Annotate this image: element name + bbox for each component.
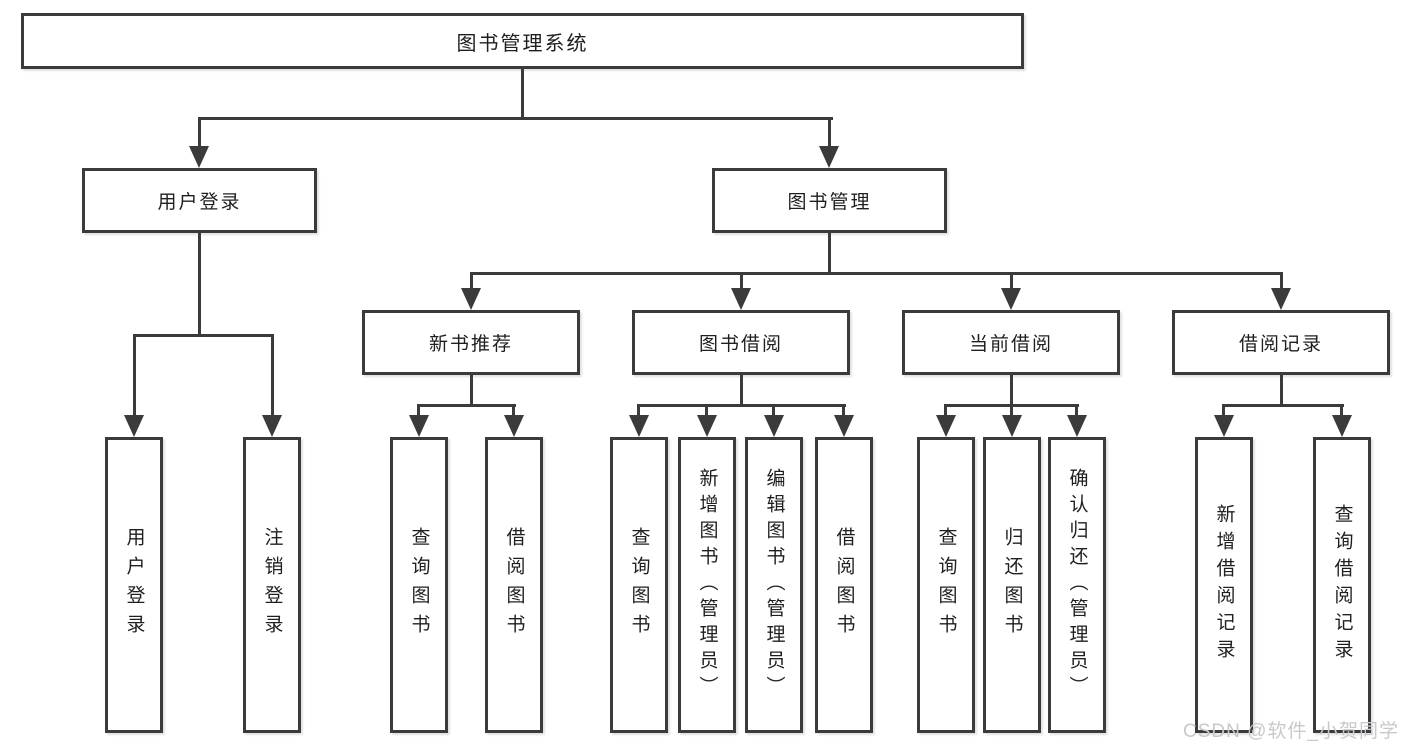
arrowhead-borrowing-records (1271, 288, 1291, 310)
leaf-edit-books-admin: 编辑图书（管理员） (745, 437, 803, 733)
connector-drop-current-borrowing (1010, 272, 1013, 290)
connector-new-book-recommend-bus (417, 404, 516, 407)
connector-new-book-recommend-stem (470, 375, 473, 406)
leaf-query-books-borrowing: 查询图书 (610, 437, 668, 733)
node-new-book-recommend-label: 新书推荐 (428, 334, 513, 355)
leaf-query-books-borrowing-label: 查询图书 (628, 527, 650, 643)
connector-drop-new-book-recommend (470, 272, 473, 290)
leaf-borrow-books-label: 借阅图书 (833, 527, 855, 643)
leaf-query-borrow-record-label: 查询借阅记录 (1331, 504, 1353, 666)
connector-drop-book-management (828, 117, 831, 148)
arrowhead-book-borrowing (731, 288, 751, 310)
arrowhead-user-login (189, 146, 209, 168)
leaf-borrow-books: 借阅图书 (815, 437, 873, 733)
arrowhead-borrow-books (834, 415, 854, 437)
leaf-logout: 注销登录 (243, 437, 301, 733)
connector-drop-leaf-logout (271, 334, 274, 417)
arrowhead-query-borrow-record (1332, 415, 1352, 437)
arrowhead-current-borrowing (1001, 288, 1021, 310)
leaf-borrow-books-recommend: 借阅图书 (485, 437, 543, 733)
node-book-borrowing: 图书借阅 (632, 310, 850, 375)
connector-drop-return-books (1010, 404, 1013, 417)
connector-drop-query-books-borrowing (637, 404, 640, 417)
arrowhead-leaf-user-login (124, 415, 144, 437)
connector-drop-query-books-recommend (417, 404, 420, 417)
leaf-edit-books-admin-label: 编辑图书（管理员） (763, 468, 785, 702)
connector-book-management-stem (828, 233, 831, 275)
arrowhead-add-borrow-record (1214, 415, 1234, 437)
connector-drop-confirm-return-admin (1075, 404, 1078, 417)
leaf-query-books-current: 查询图书 (917, 437, 975, 733)
node-book-borrowing-label: 图书借阅 (698, 334, 783, 355)
connector-user-login-stem (198, 233, 201, 336)
connector-drop-leaf-user-login (133, 334, 136, 417)
leaf-query-books-recommend: 查询图书 (390, 437, 448, 733)
leaf-confirm-return-admin-label: 确认归还（管理员） (1066, 468, 1088, 702)
connector-root-bus (198, 117, 833, 120)
connector-book-borrowing-stem (740, 375, 743, 406)
connector-drop-add-borrow-record (1222, 404, 1225, 417)
node-current-borrowing-label: 当前借阅 (968, 334, 1053, 355)
leaf-borrow-books-recommend-label: 借阅图书 (503, 527, 525, 643)
node-library-management-system-label: 图书管理系统 (456, 32, 589, 55)
leaf-add-books-admin: 新增图书（管理员） (678, 437, 736, 733)
leaf-add-books-admin-label: 新增图书（管理员） (696, 468, 718, 702)
leaf-query-books-recommend-label: 查询图书 (408, 527, 430, 643)
arrowhead-confirm-return-admin (1067, 415, 1087, 437)
leaf-confirm-return-admin: 确认归还（管理员） (1048, 437, 1106, 733)
leaf-user-login-label: 用户登录 (123, 527, 145, 643)
connector-drop-book-borrowing (740, 272, 743, 290)
arrowhead-query-books-recommend (409, 415, 429, 437)
node-borrowing-records-label: 借阅记录 (1238, 334, 1323, 355)
node-library-management-system: 图书管理系统 (21, 13, 1024, 69)
connector-root-stem (521, 69, 524, 120)
leaf-return-books: 归还图书 (983, 437, 1041, 733)
node-user-login: 用户登录 (82, 168, 317, 233)
arrowhead-new-book-recommend (461, 288, 481, 310)
arrowhead-edit-books-admin (764, 415, 784, 437)
arrowhead-query-books-borrowing (629, 415, 649, 437)
csdn-watermark: CSDN @软件_小贺同学 (1183, 721, 1399, 742)
leaf-query-borrow-record: 查询借阅记录 (1313, 437, 1371, 733)
connector-borrowing-records-bus (1222, 404, 1344, 407)
arrowhead-add-books-admin (697, 415, 717, 437)
leaf-logout-label: 注销登录 (261, 527, 283, 643)
leaf-add-borrow-record-label: 新增借阅记录 (1213, 504, 1235, 666)
node-borrowing-records: 借阅记录 (1172, 310, 1390, 375)
connector-drop-borrow-books (842, 404, 845, 417)
arrowhead-leaf-logout (262, 415, 282, 437)
connector-drop-borrowing-records (1280, 272, 1283, 290)
connector-book-management-bus (470, 272, 1282, 275)
leaf-return-books-label: 归还图书 (1001, 527, 1023, 643)
connector-drop-edit-books-admin (772, 404, 775, 417)
arrowhead-book-management (819, 146, 839, 168)
node-book-management: 图书管理 (712, 168, 947, 233)
leaf-user-login: 用户登录 (105, 437, 163, 733)
node-book-management-label: 图书管理 (787, 192, 872, 213)
connector-drop-borrow-books-recommend (512, 404, 515, 417)
connector-user-login-bus (133, 334, 274, 337)
connector-current-borrowing-stem (1010, 375, 1013, 406)
node-user-login-label: 用户登录 (157, 192, 242, 213)
connector-book-borrowing-bus (637, 404, 846, 407)
leaf-add-borrow-record: 新增借阅记录 (1195, 437, 1253, 733)
node-current-borrowing: 当前借阅 (902, 310, 1120, 375)
connector-drop-query-books-current (944, 404, 947, 417)
arrowhead-return-books (1002, 415, 1022, 437)
connector-drop-query-borrow-record (1340, 404, 1343, 417)
node-new-book-recommend: 新书推荐 (362, 310, 580, 375)
connector-drop-user-login (198, 117, 201, 148)
connector-drop-add-books-admin (705, 404, 708, 417)
leaf-query-books-current-label: 查询图书 (935, 527, 957, 643)
connector-borrowing-records-stem (1280, 375, 1283, 406)
arrowhead-query-books-current (936, 415, 956, 437)
arrowhead-borrow-books-recommend (504, 415, 524, 437)
